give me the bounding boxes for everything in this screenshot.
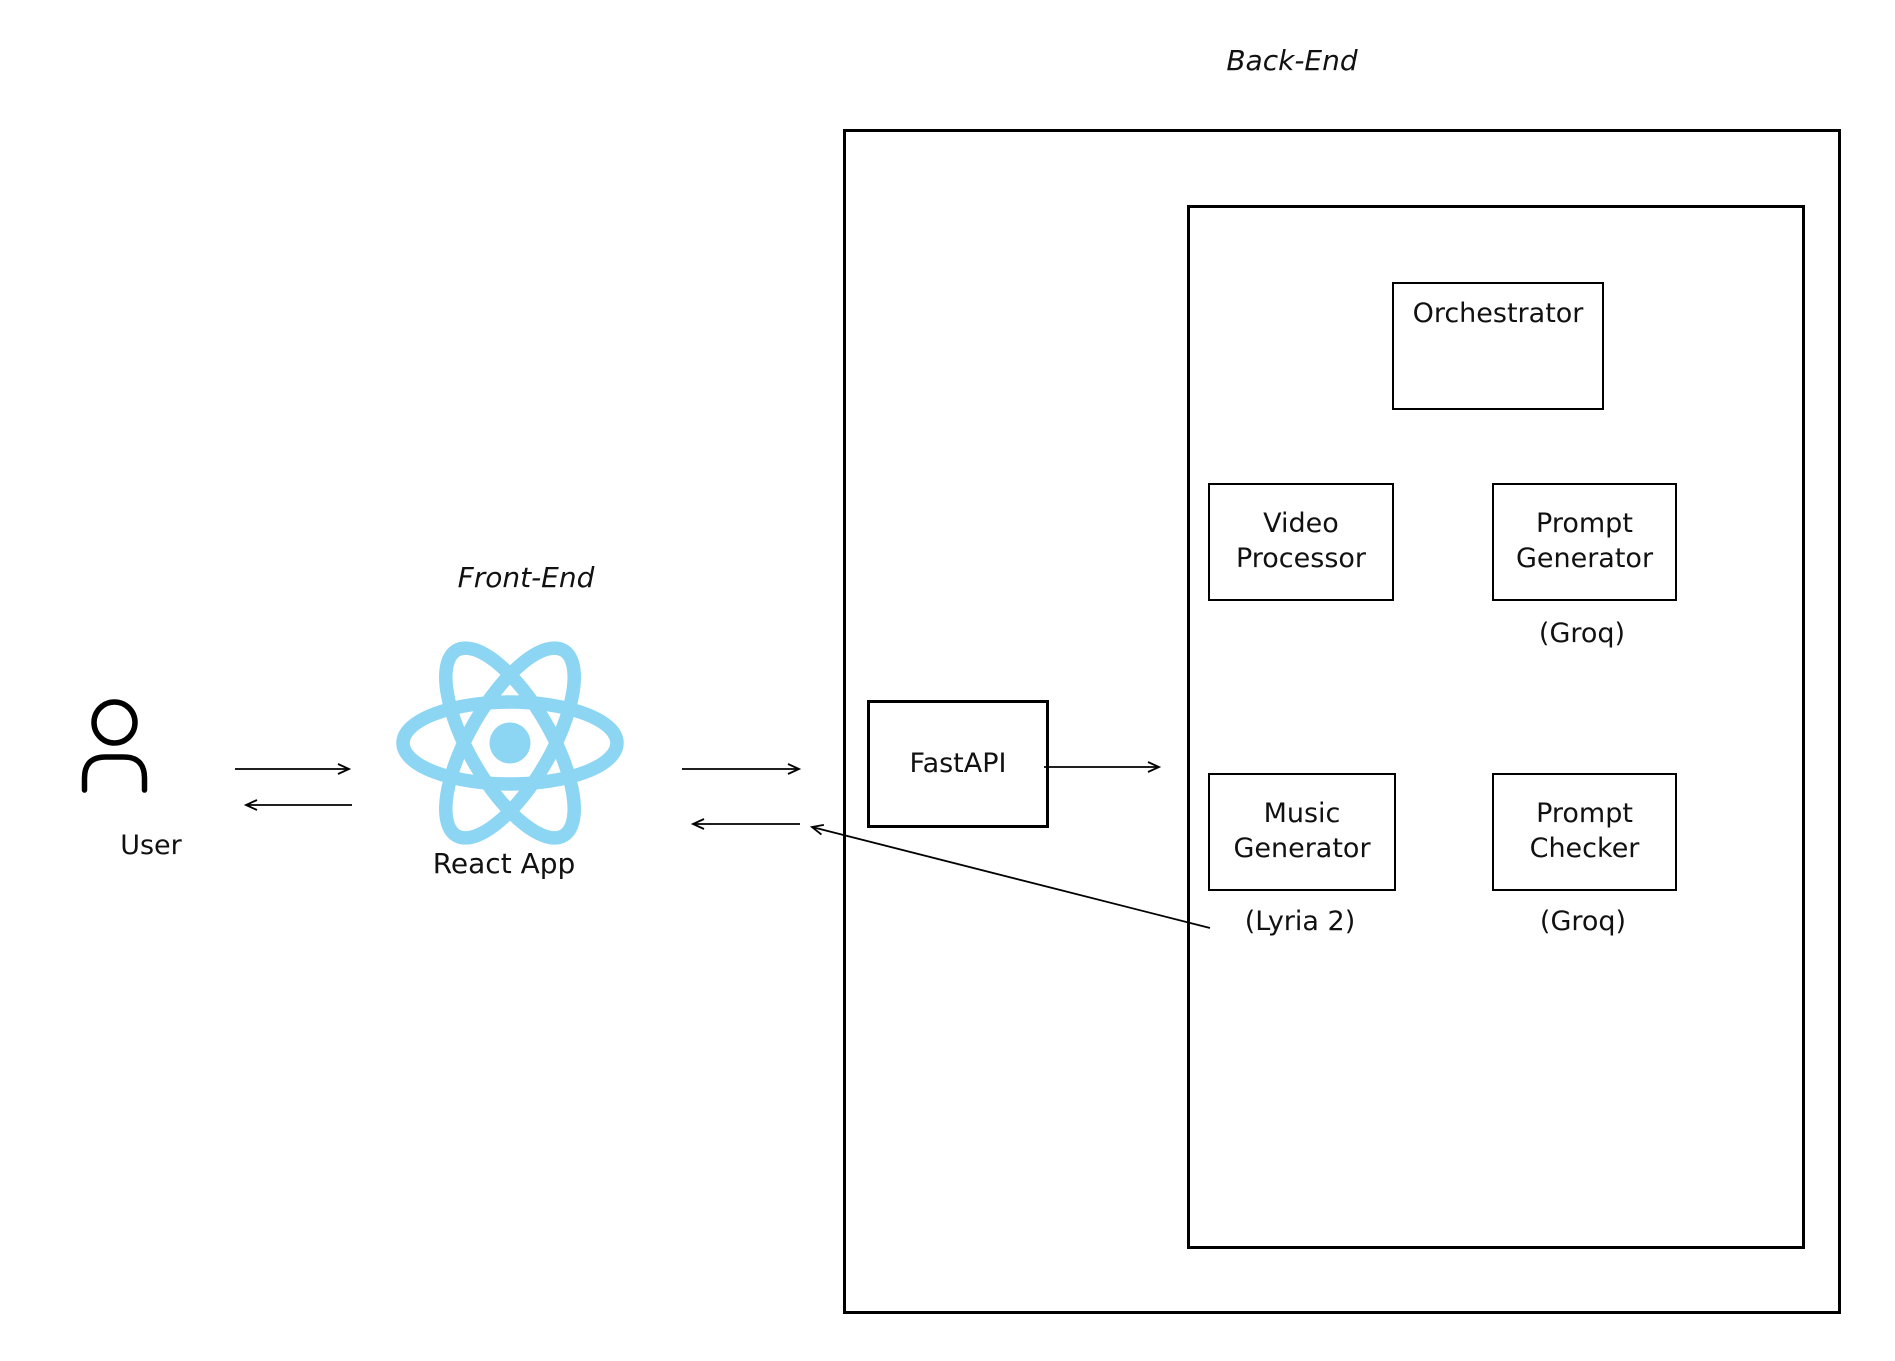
services-container [1187,205,1805,1249]
prompt-generator-box: Prompt Generator [1492,483,1677,601]
prompt-generator-sublabel: (Groq) [1538,618,1626,649]
react-logo-icon [396,641,624,845]
music-generator-box: Music Generator [1208,773,1396,891]
front-end-title: Front-End [457,561,595,594]
music-generator-sublabel: (Lyria 2) [1244,906,1356,937]
prompt-checker-box: Prompt Checker [1492,773,1677,891]
orchestrator-box: Orchestrator [1392,282,1604,410]
back-end-container [843,129,1841,1314]
react-app-label: React App [432,847,576,880]
fastapi-box: FastAPI [867,700,1049,828]
prompt-checker-sublabel: (Groq) [1539,906,1627,937]
video-processor-box: Video Processor [1208,483,1394,601]
back-end-title: Back-End [1226,44,1358,77]
user-icon [81,699,148,793]
user-label: User [120,830,182,861]
